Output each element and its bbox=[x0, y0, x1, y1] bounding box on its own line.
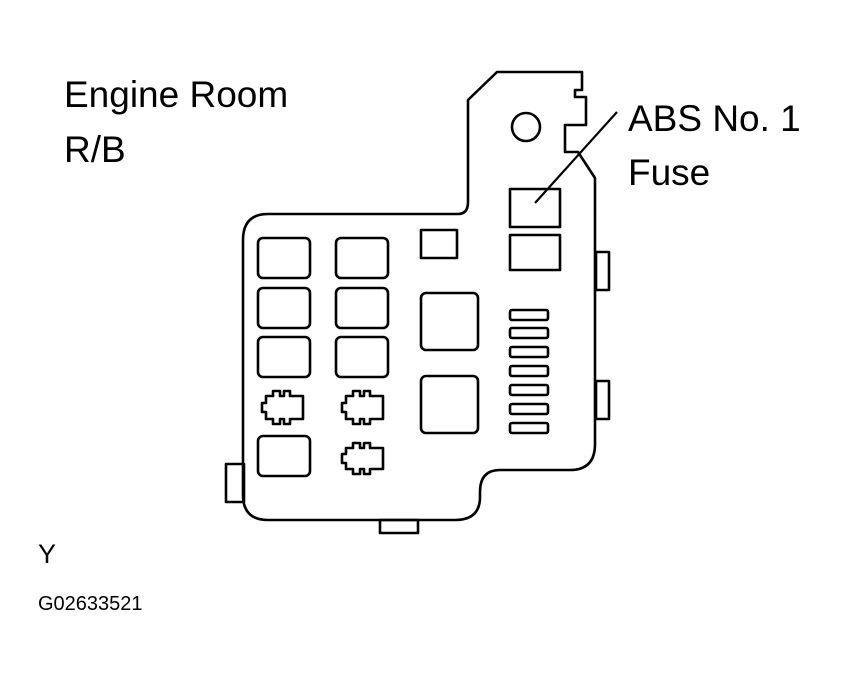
mini-fuse bbox=[508, 326, 550, 340]
mini-fuse bbox=[508, 383, 550, 397]
large-relay-slot bbox=[419, 374, 480, 435]
side-tab-upper bbox=[594, 250, 611, 292]
relay-slot bbox=[256, 434, 312, 478]
mini-fuse bbox=[508, 345, 550, 359]
small-fuse-slot bbox=[419, 228, 459, 260]
abs-fuse-slot bbox=[508, 187, 562, 229]
bottom-tab bbox=[378, 518, 420, 535]
relay-slot bbox=[334, 286, 390, 330]
relay-block-housing bbox=[241, 70, 597, 522]
relay-slot bbox=[256, 335, 312, 379]
mini-fuse bbox=[508, 364, 550, 378]
side-tab-lower bbox=[594, 379, 611, 421]
mini-fuse bbox=[508, 402, 550, 416]
fuse-slot bbox=[508, 233, 562, 272]
box-title-line1: Engine Room bbox=[64, 74, 289, 115]
figure-id: G02633521 bbox=[38, 593, 143, 615]
relay-slot bbox=[334, 335, 390, 379]
connector-terminal bbox=[260, 389, 305, 426]
mini-fuse bbox=[508, 421, 550, 435]
large-relay-slot bbox=[419, 291, 480, 352]
connector-terminal bbox=[340, 389, 385, 426]
relay-slot bbox=[334, 236, 390, 280]
relay-slot bbox=[256, 236, 312, 280]
relay-slot bbox=[256, 286, 312, 330]
callout-label-line1: ABS No. 1 bbox=[628, 98, 801, 139]
mounting-hole bbox=[510, 111, 542, 143]
box-title-line2: R/B bbox=[64, 129, 126, 170]
callout-leader-line bbox=[534, 111, 618, 204]
view-code: Y bbox=[38, 539, 57, 569]
mini-fuse bbox=[508, 308, 550, 322]
callout-label-line2: Fuse bbox=[628, 152, 711, 193]
left-tab bbox=[224, 462, 246, 504]
connector-terminal bbox=[340, 441, 385, 476]
